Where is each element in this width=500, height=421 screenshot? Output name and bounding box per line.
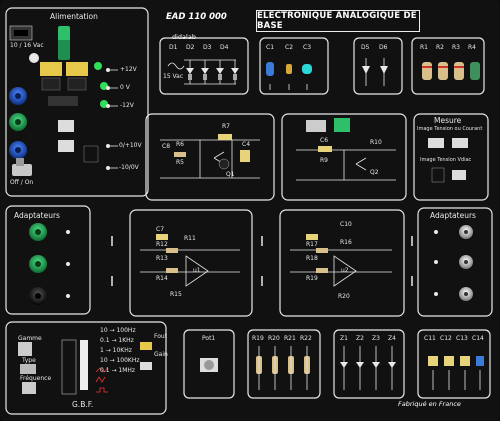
op2-r18-label: R18 — [306, 255, 318, 262]
power-switch-body — [12, 164, 32, 176]
resistors-bottom-panel — [247, 329, 321, 399]
t2-r9-label: R9 — [320, 157, 328, 164]
gbf-frequence-label: Fréquence — [20, 375, 52, 382]
transistor2-panel — [281, 113, 407, 201]
res-r1-label: R1 — [420, 44, 428, 51]
cap-bottom-0: C11 — [424, 335, 436, 342]
diode-d2-label: D2 — [186, 44, 195, 51]
op1-r15-label: R15 — [170, 291, 182, 298]
res-bottom-2: R21 — [284, 335, 296, 342]
footer-made-in: Fabriqué en France — [398, 400, 461, 408]
adaptateurs-left-title: Adaptateurs — [14, 211, 60, 220]
caps-top-panel — [259, 37, 329, 95]
op2-r17-label: R17 — [306, 241, 318, 248]
cap-c1-label: C1 — [266, 44, 275, 51]
t1-c8-label: C8 — [162, 143, 171, 150]
pot-panel — [183, 329, 235, 399]
op2-u2-label: u2 — [341, 267, 349, 274]
t1-r5-label: R5 — [176, 159, 184, 166]
t1-q1-label: Q1 — [226, 171, 235, 178]
res-r2-label: R2 — [436, 44, 444, 51]
caps-bottom-panel — [417, 329, 491, 399]
cap-bottom-1: C12 — [440, 335, 452, 342]
op1-r11-label: R11 — [184, 235, 196, 242]
mesure-panel — [413, 113, 489, 201]
power-switch-label[interactable]: Off / On — [10, 179, 34, 186]
pot-label: Pot1 — [202, 335, 216, 342]
res-bottom-1: R20 — [268, 335, 280, 342]
zener-bottom-0: Z1 — [340, 335, 348, 342]
op1-r13-label: R13 — [156, 255, 168, 262]
op1-r14-label: R14 — [156, 275, 168, 282]
zener-bottom-2: Z3 — [372, 335, 380, 342]
op2-c10-label: C10 — [340, 221, 352, 228]
op2-r19-label: R19 — [306, 275, 318, 282]
gbf-gamme-label: Gamme — [18, 335, 42, 342]
adaptateurs-right-title: Adaptateurs — [430, 211, 476, 220]
t1-r7-label: R7 — [222, 123, 230, 130]
res-r3-label: R3 — [452, 44, 460, 51]
t2-c6-label: C6 — [320, 137, 329, 144]
gbf-fout-label: Fout — [154, 333, 168, 340]
gbf-range-0: 10 → 100Hz — [100, 327, 136, 334]
gbf-title: G.B.F. — [72, 400, 94, 409]
resistors-top-panel — [411, 37, 485, 95]
gbf-range-2: 1 → 10KHz — [100, 347, 132, 354]
zener-d6-label: D6 — [379, 44, 388, 51]
opamp1-panel — [129, 209, 253, 317]
gbf-range-4: 0.1 → 1MHz — [100, 367, 136, 374]
gbf-range-1: 0.1 → 1KHz — [100, 337, 134, 344]
t1-c4-label: C4 — [242, 141, 251, 148]
alimentation-panel — [5, 7, 149, 197]
zener-top-panel — [353, 37, 403, 95]
output-minus10-0v: -10/0V — [119, 164, 139, 171]
res-r4-label: R4 — [468, 44, 476, 51]
op1-r12-label: R12 — [156, 241, 168, 248]
cap-bottom-3: C14 — [472, 335, 484, 342]
zener-d5-label: D5 — [361, 44, 370, 51]
output-minus12: -12V — [120, 102, 134, 109]
diode-d3-label: D3 — [203, 44, 212, 51]
alimentation-input-label: 10 / 16 Vac — [10, 42, 44, 49]
res-bottom-0: R19 — [252, 335, 264, 342]
gbf-range-3: 10 → 100KHz — [100, 357, 140, 364]
gbf-panel — [5, 321, 167, 415]
res-bottom-3: R22 — [300, 335, 312, 342]
adaptateurs-left-panel — [5, 205, 91, 315]
gbf-gain-label: Gain — [154, 351, 168, 358]
alimentation-title: Alimentation — [50, 12, 98, 21]
t1-r6-label: R6 — [176, 141, 184, 148]
op2-r16-label: R16 — [340, 239, 352, 246]
diodes-panel — [159, 37, 249, 95]
brand-name: didalab — [172, 33, 196, 41]
zener-bottom-1: Z2 — [356, 335, 364, 342]
output-0-10v: 0/+10V — [119, 142, 142, 149]
zener-bottom-3: Z4 — [388, 335, 396, 342]
op1-c7-label: C7 — [156, 226, 165, 233]
opamp2-panel — [279, 209, 405, 317]
diode-d1-label: D1 — [169, 44, 178, 51]
zeners-bottom-panel — [333, 329, 405, 399]
board-title: ELECTRONIQUE ANALOGIQUE DE BASE — [256, 10, 420, 32]
cap-c2-label: C2 — [285, 44, 294, 51]
cap-c3-label: C3 — [303, 44, 312, 51]
gbf-type-label: Type — [22, 357, 36, 364]
diode-source-label: 15 Vac — [163, 73, 184, 80]
op1-u1-label: u1 — [193, 267, 201, 274]
op2-r20-label: R20 — [338, 293, 350, 300]
t2-r10-label: R10 — [370, 139, 382, 146]
t2-q2-label: Q2 — [370, 169, 379, 176]
cap-bottom-2: C13 — [456, 335, 468, 342]
transistor1-panel — [145, 113, 275, 201]
model-number: EAD 110 000 — [166, 12, 227, 22]
mesure-line1: Image Tension ou Courant — [417, 126, 483, 132]
mesure-title: Mesure — [434, 116, 462, 125]
diode-d4-label: D4 — [220, 44, 229, 51]
mesure-line2: Image Tension Vdiac — [420, 157, 472, 163]
output-0v: 0 V — [120, 84, 130, 91]
output-plus12: +12V — [120, 66, 137, 73]
adaptateurs-right-panel — [417, 207, 493, 317]
